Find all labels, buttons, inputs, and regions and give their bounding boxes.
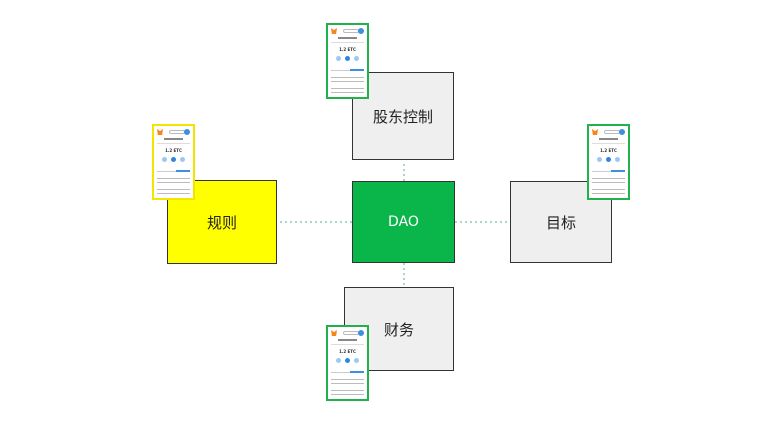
metamask-fox-icon bbox=[331, 330, 337, 336]
node-shareholder-control-label: 股东控制 bbox=[372, 107, 433, 126]
network-pill-icon bbox=[604, 130, 620, 134]
send-icon bbox=[336, 56, 341, 61]
receive-icon bbox=[345, 358, 350, 363]
receive-icon bbox=[345, 56, 350, 61]
node-finance-label: 财务 bbox=[383, 320, 414, 339]
send-icon bbox=[162, 157, 167, 162]
network-pill-icon bbox=[343, 331, 359, 335]
network-pill-icon bbox=[343, 29, 359, 33]
swap-icon bbox=[615, 157, 620, 162]
wallet-phone-top: 1.2 ETC bbox=[326, 23, 369, 99]
receive-icon bbox=[606, 157, 611, 162]
account-avatar-icon bbox=[184, 129, 190, 135]
swap-icon bbox=[354, 56, 359, 61]
account-avatar-icon bbox=[619, 129, 625, 135]
wallet-balance: 1.2 ETC bbox=[339, 47, 356, 52]
node-goals-label: 目标 bbox=[545, 213, 576, 232]
wallet-balance: 1.2 ETC bbox=[339, 349, 356, 354]
swap-icon bbox=[354, 358, 359, 363]
send-icon bbox=[597, 157, 602, 162]
node-shareholder-control: 股东控制 bbox=[352, 72, 454, 160]
metamask-fox-icon bbox=[331, 28, 337, 34]
wallet-phone-bottom: 1.2 ETC bbox=[326, 325, 369, 401]
account-avatar-icon bbox=[358, 28, 364, 34]
wallet-balance: 1.2 ETC bbox=[165, 148, 182, 153]
wallet-phone-left: 1.2 ETC bbox=[152, 124, 195, 200]
receive-icon bbox=[171, 157, 176, 162]
metamask-fox-icon bbox=[592, 129, 598, 135]
swap-icon bbox=[180, 157, 185, 162]
node-dao-label: DAO bbox=[388, 214, 419, 230]
wallet-phone-right: 1.2 ETC bbox=[587, 124, 630, 200]
node-rules-label: 规则 bbox=[206, 213, 237, 232]
node-dao: DAO bbox=[352, 181, 455, 263]
wallet-balance: 1.2 ETC bbox=[600, 148, 617, 153]
network-pill-icon bbox=[169, 130, 185, 134]
metamask-fox-icon bbox=[157, 129, 163, 135]
account-avatar-icon bbox=[358, 330, 364, 336]
send-icon bbox=[336, 358, 341, 363]
